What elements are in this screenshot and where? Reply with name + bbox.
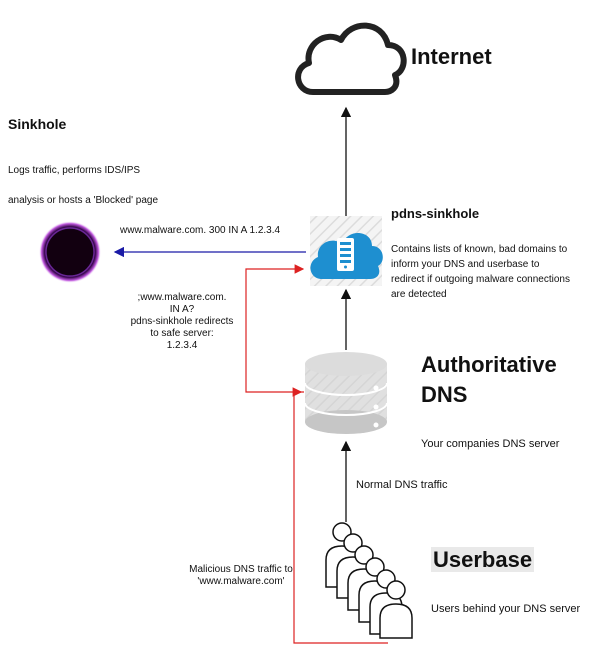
query-note-line2: IN A? [169,304,195,315]
pdns-desc-line2: inform your DNS and userbase to [391,259,540,270]
auth-dns-title-line1: Authoritative [421,352,557,377]
auth-dns-desc: Your companies DNS server [421,438,560,450]
normal-traffic-label: Normal DNS traffic [356,479,448,491]
arrow-malicious-traffic-to-dns [292,387,388,644]
sinkhole-title: Sinkhole [8,116,67,132]
userbase-title: Userbase [431,547,535,573]
malicious-note-line2: 'www.malware.com' [197,576,285,587]
malicious-note-line1: Malicious DNS traffic to [189,564,293,575]
query-note-line5: 1.2.3.4 [166,340,198,351]
pdns-title: pdns-sinkhole [391,206,480,221]
userbase-desc: Users behind your DNS server [431,603,581,615]
pdns-sinkhole-icon [310,216,383,286]
userbase-title-text: Userbase [431,547,535,572]
sinkhole-desc-line1: Logs traffic, performs IDS/IPS [8,165,141,176]
auth-dns-title-line2: DNS [421,382,468,407]
internet-title: Internet [411,44,492,69]
pdns-desc-line1: Contains lists of known, bad domains to [391,244,568,255]
sinkhole-desc-line2: analysis or hosts a 'Blocked' page [8,195,159,206]
redirect-label: www.malware.com. 300 IN A 1.2.3.4 [120,225,281,236]
query-note-line4: to safe server: [150,328,214,339]
userbase-people-icon [325,522,413,639]
query-note-line1: ;www.malware.com. [137,292,227,303]
arrow-malicious-query-to-pdns [245,264,305,393]
cloud-icon [295,22,407,95]
dns-server-icon [304,352,388,434]
query-note-line3: pdns-sinkhole redirects [130,316,234,327]
query-note: ;www.malware.com. IN A? pdns-sinkhole re… [112,292,252,352]
sinkhole-orb-icon [39,221,101,283]
pdns-desc-line3: redirect if outgoing malware connections [391,274,570,285]
pdns-desc-line4: are detected [391,289,447,300]
malicious-note: Malicious DNS traffic to 'www.malware.co… [174,564,308,588]
